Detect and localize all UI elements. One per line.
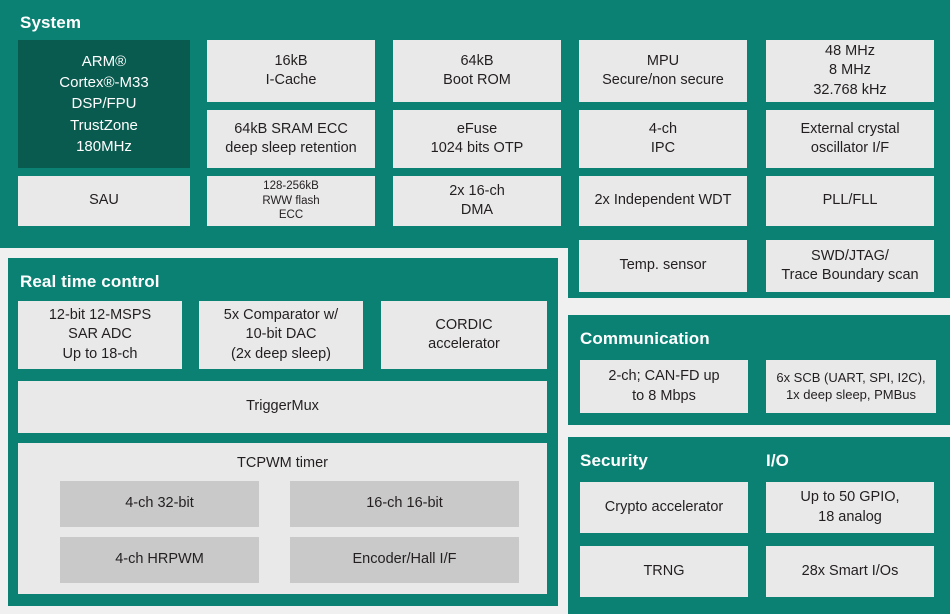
block-tcpwm-encoder-hall: Encoder/Hall I/F xyxy=(290,537,519,583)
panel-real-time-control-title: Real time control xyxy=(20,272,160,291)
block-crypto-accelerator: Crypto accelerator xyxy=(580,482,748,533)
block-scb: 6x SCB (UART, SPI, I2C),1x deep sleep, P… xyxy=(766,360,936,413)
panel-communication-title: Communication xyxy=(580,329,710,348)
block-temp-sensor: Temp. sensor xyxy=(579,240,747,292)
block-tcpwm-16ch-16bit: 16-ch 16-bit xyxy=(290,481,519,527)
block-gpio: Up to 50 GPIO,18 analog xyxy=(766,482,934,533)
panel-security-title: Security xyxy=(580,451,648,470)
block-trng: TRNG xyxy=(580,546,748,597)
panel-io-title: I/O xyxy=(766,451,789,470)
block-comparator-dac: 5x Comparator w/10-bit DAC(2x deep sleep… xyxy=(199,301,363,369)
block-triggermux: TriggerMux xyxy=(18,381,547,433)
block-smart-io: 28x Smart I/Os xyxy=(766,546,934,597)
group-tcpwm-timer-label: TCPWM timer xyxy=(236,455,328,471)
block-sau: SAU xyxy=(18,176,190,226)
block-tcpwm-4ch-hrpwm: 4-ch HRPWM xyxy=(60,537,259,583)
block-wdt: 2x Independent WDT xyxy=(579,176,747,226)
block-tcpwm-4ch-32bit: 4-ch 32-bit xyxy=(60,481,259,527)
block-pll-fll: PLL/FLL xyxy=(766,176,934,226)
panel-system-title: System xyxy=(20,13,82,32)
block-swd-jtag-trace: SWD/JTAG/Trace Boundary scan xyxy=(766,240,934,292)
